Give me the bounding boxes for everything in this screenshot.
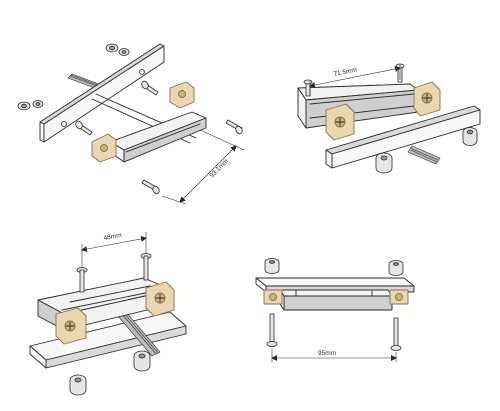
- dimension-label: 48mm: [103, 232, 122, 242]
- nut-washer: [375, 152, 393, 174]
- brass-bracket-right: [389, 289, 409, 305]
- screw: [141, 80, 159, 96]
- brass-bracket-left: [91, 133, 117, 163]
- brass-bracket-left: [263, 289, 283, 305]
- nut-washer-left: [17, 100, 44, 111]
- screw: [140, 253, 152, 281]
- brass-bracket-left: [325, 103, 355, 141]
- nut-washer: [133, 350, 151, 372]
- connector-body: [279, 289, 393, 311]
- nut-washer-top: [105, 43, 130, 56]
- screw: [141, 179, 160, 195]
- screw: [225, 119, 243, 135]
- nut-washer: [462, 127, 478, 146]
- dimension-label: 95mm: [318, 350, 336, 357]
- nut-washer: [264, 258, 280, 274]
- view-bottom-left: 48mm: [29, 232, 187, 396]
- panel-plate: [39, 43, 165, 143]
- dimension-71: 71.5mm: [309, 64, 401, 96]
- nut-washer: [69, 374, 87, 396]
- dimension-95: 95mm: [271, 348, 397, 362]
- connector-body: [109, 111, 207, 163]
- brass-bracket-right: [413, 81, 441, 117]
- dimension-label: 93.1mm: [208, 158, 230, 180]
- connector-body: [37, 277, 173, 331]
- screw: [75, 120, 93, 136]
- brass-bracket-left: [55, 307, 87, 345]
- panel-plate: [29, 311, 187, 369]
- panel-plate: [325, 105, 481, 169]
- brass-bracket-right: [169, 81, 195, 109]
- brass-bracket-right: [145, 281, 175, 317]
- dimension-48: 48mm: [81, 232, 147, 268]
- view-bottom-right: 95mm: [255, 258, 415, 362]
- screw: [76, 267, 88, 293]
- nut-washer: [388, 260, 404, 276]
- connector-body: [297, 83, 419, 129]
- dimension-label: 71.5mm: [333, 67, 357, 78]
- screw: [390, 317, 402, 351]
- view-top-right: 71.5mm: [297, 63, 481, 174]
- screw: [266, 313, 278, 347]
- view-top-left: 93.1mm: [17, 43, 245, 205]
